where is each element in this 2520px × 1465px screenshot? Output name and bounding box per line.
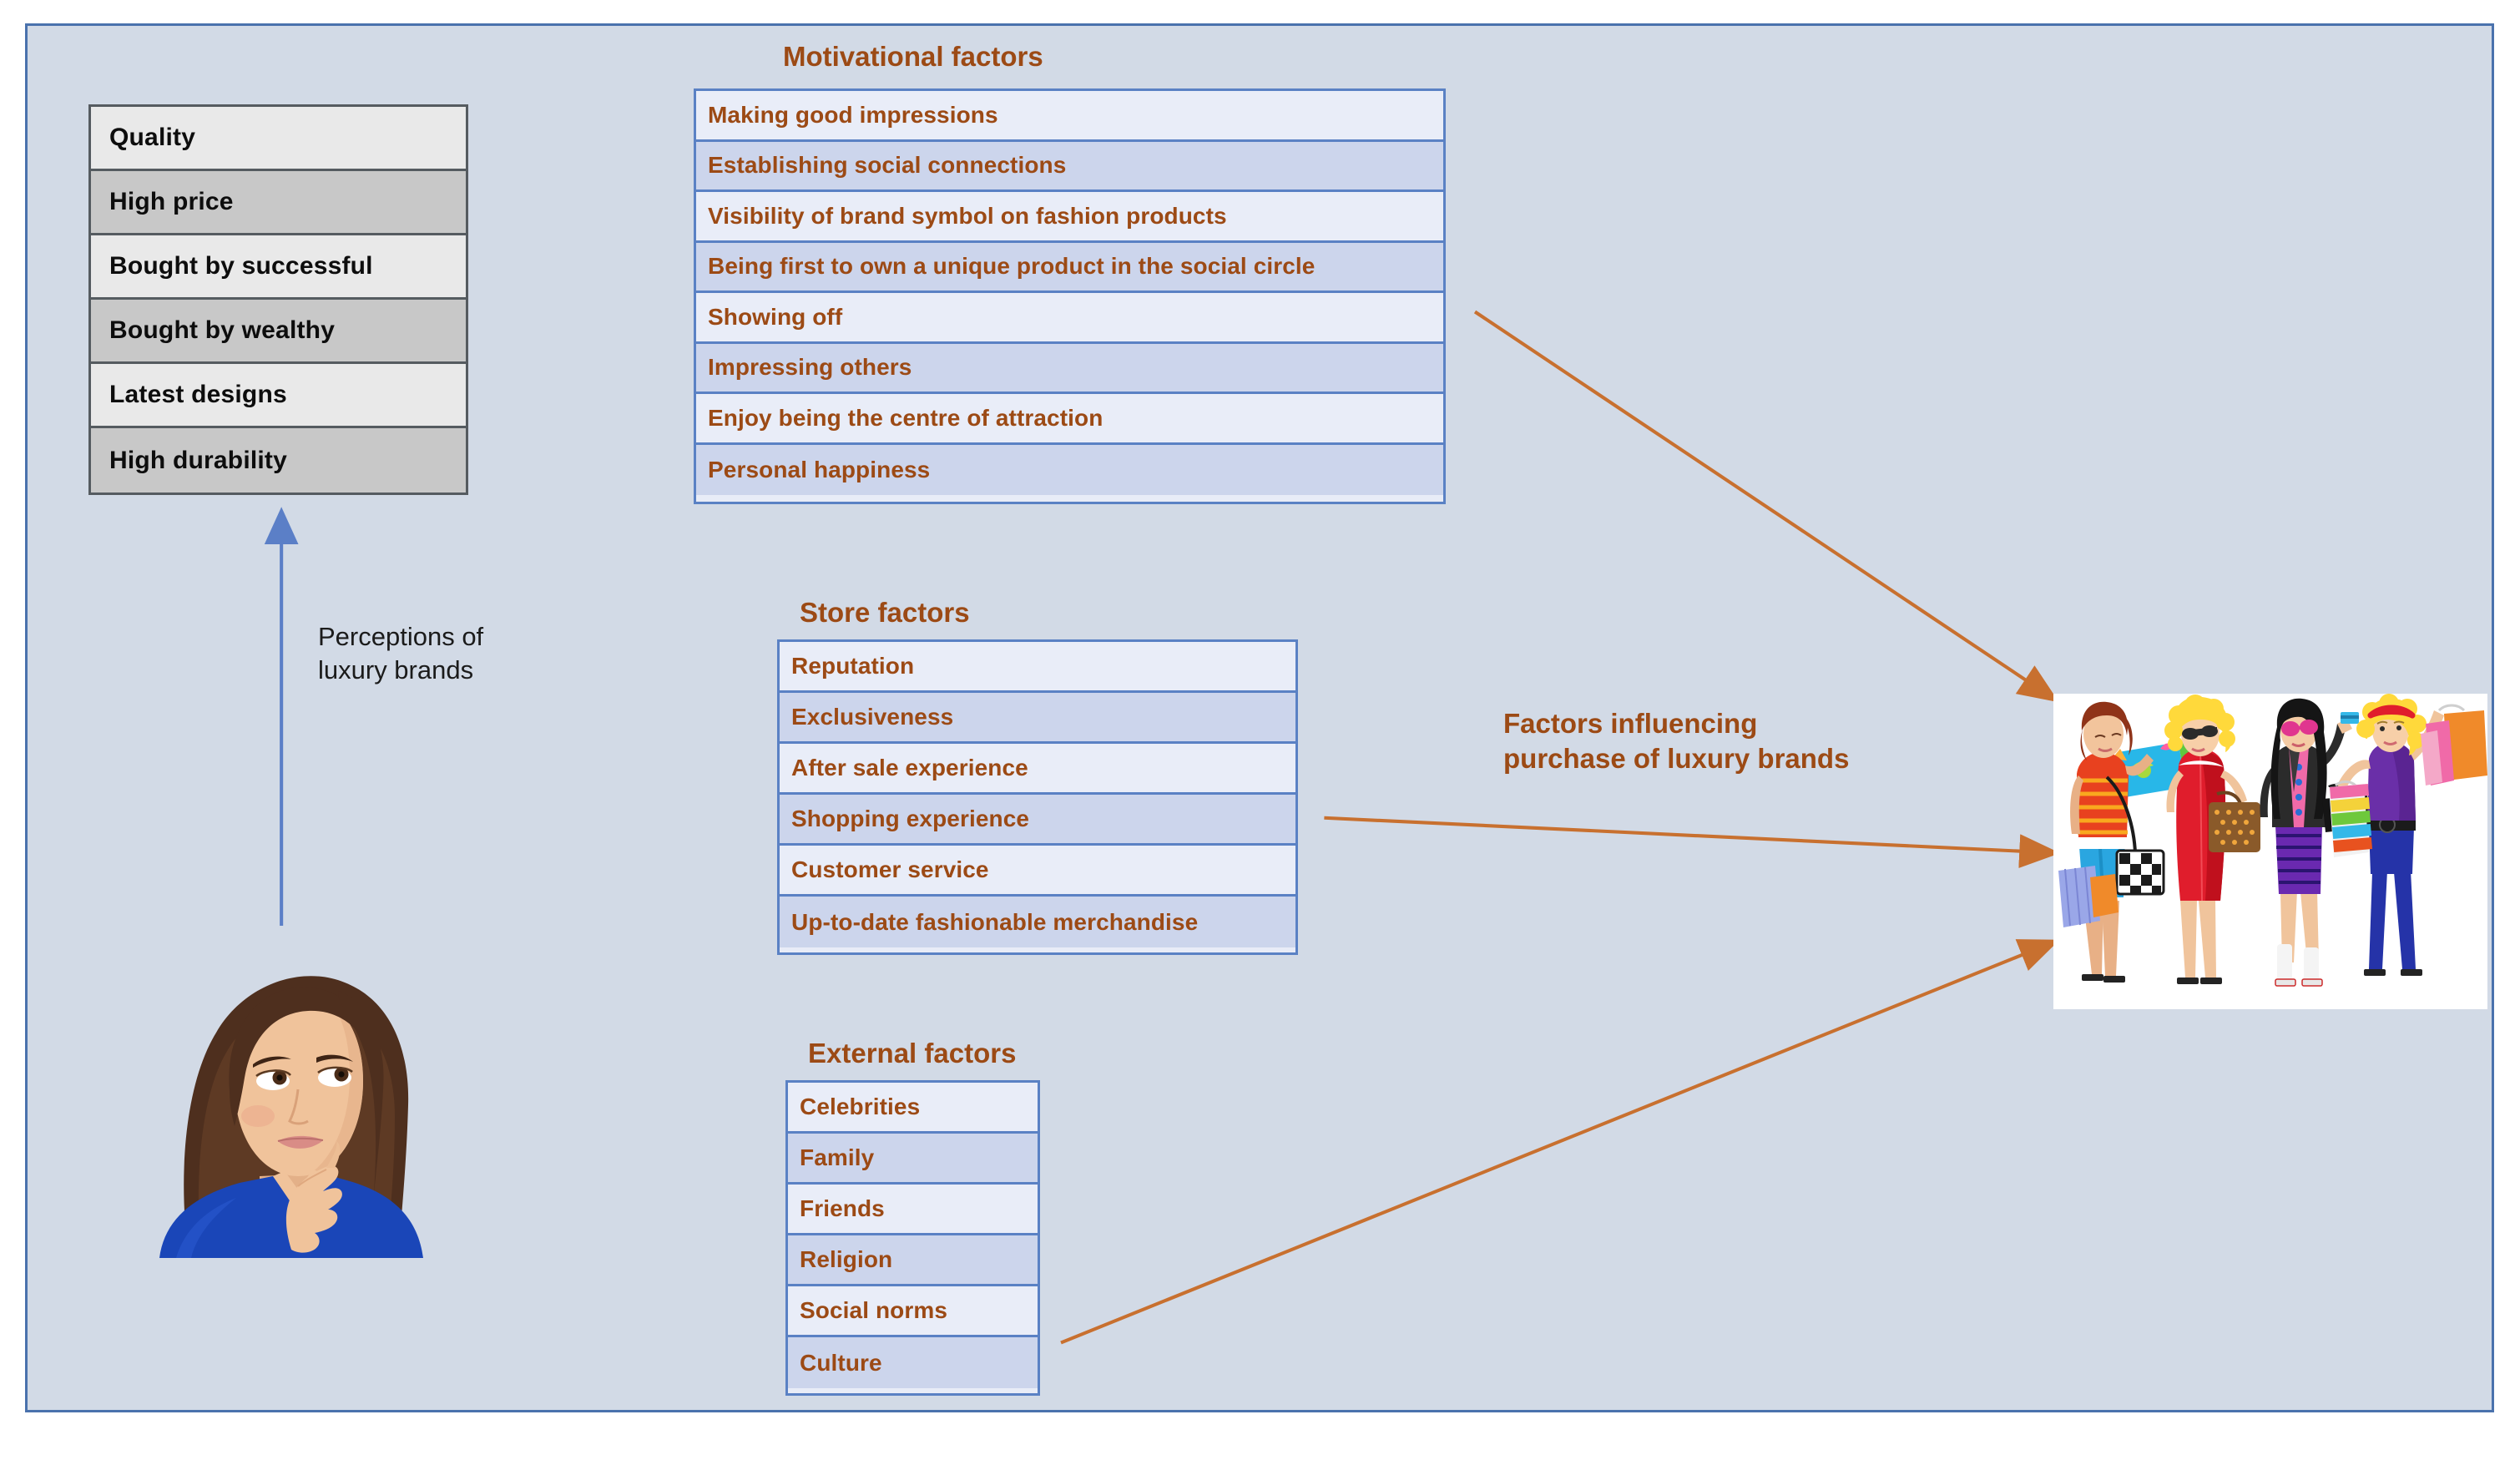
table-row[interactable]: Quality [91,107,466,171]
table-row[interactable]: Latest designs [91,364,466,428]
table-row[interactable]: Celebrities [788,1083,1038,1134]
table-row[interactable]: Bought by wealthy [91,300,466,364]
table-row[interactable]: Friends [788,1185,1038,1235]
external-item-label: Religion [800,1246,893,1272]
outcome-caption: Factors influencing purchase of luxury b… [1503,706,1937,776]
motivational-factors-caption: Motivational factors [783,41,1043,72]
outcome-caption-line2: purchase of luxury brands [1503,743,1850,775]
perceptions-item-label: Bought by wealthy [109,316,336,344]
perceptions-table: Quality High price Bought by successful … [88,104,468,495]
motivational-item-label: Impressing others [708,354,912,381]
store-factors-caption: Store factors [800,597,970,628]
table-row[interactable]: Culture [788,1337,1038,1388]
perceptions-caption-line1: Perceptions of [318,622,484,651]
store-factors-table: Reputation Exclusiveness After sale expe… [777,639,1298,955]
store-item-label: Shopping experience [791,806,1030,831]
motivational-item-label: Enjoy being the centre of attraction [708,404,1103,431]
table-row[interactable]: Shopping experience [780,795,1295,846]
motivational-item-label: Being first to own a unique product in t… [708,253,1316,280]
table-row[interactable]: Being first to own a unique product in t… [696,242,1443,293]
external-item-label: Social norms [800,1297,948,1323]
store-item-label: Customer service [791,856,989,882]
table-row[interactable]: After sale experience [780,744,1295,795]
store-item-label: Reputation [791,653,915,679]
four-female-shoppers-illustration [2053,694,2487,1009]
table-row[interactable]: Bought by successful [91,235,466,300]
external-item-label: Family [800,1144,875,1170]
thinking-woman-photo [126,926,460,1258]
external-item-label: Culture [800,1349,882,1376]
table-row[interactable]: Religion [788,1235,1038,1286]
perceptions-item-label: High price [109,188,234,215]
table-row[interactable]: Impressing others [696,343,1443,394]
store-item-label: After sale experience [791,755,1028,780]
external-item-label: Celebrities [800,1094,921,1119]
table-row[interactable]: High price [91,171,466,235]
external-factors-table: Celebrities Family Friends Religion Soci… [785,1080,1040,1396]
table-row[interactable]: Reputation [780,642,1295,693]
table-row[interactable]: Showing off [696,293,1443,344]
arrow-motivational-to-outcome [1473,310,2059,703]
table-row[interactable]: Establishing social connections [696,141,1443,192]
table-row[interactable]: Visibility of brand symbol on fashion pr… [696,192,1443,243]
arrow-external-to-outcome [1060,939,2060,1345]
table-row[interactable]: Enjoy being the centre of attraction [696,394,1443,445]
perceptions-caption-line2: luxury brands [318,655,474,685]
external-item-label: Friends [800,1195,885,1221]
perceptions-item-label: Quality [109,124,196,151]
table-row[interactable]: Family [788,1134,1038,1185]
table-row[interactable]: High durability [91,428,466,493]
perceptions-item-label: Latest designs [109,381,287,408]
store-item-label: Up-to-date fashionable merchandise [791,908,1199,935]
diagram-frame: Quality High price Bought by successful … [25,23,2494,1412]
motivational-item-label: Establishing social connections [708,152,1067,179]
motivational-item-label: Personal happiness [708,456,931,482]
motivational-item-label: Showing off [708,303,843,330]
external-factors-caption: External factors [808,1038,1017,1068]
table-row[interactable]: Making good impressions [696,91,1443,142]
table-row[interactable]: Customer service [780,846,1295,897]
motivational-item-label: Visibility of brand symbol on fashion pr… [708,202,1227,229]
motivational-item-label: Making good impressions [708,101,998,128]
table-row[interactable]: Social norms [788,1286,1038,1337]
motivational-factors-table: Making good impressions Establishing soc… [694,88,1446,504]
outcome-caption-line1: Factors influencing [1503,708,1758,739]
table-row[interactable]: Personal happiness [696,444,1443,495]
store-item-label: Exclusiveness [791,704,954,730]
arrow-store-to-outcome [1324,816,2061,869]
perceptions-item-label: High durability [109,446,287,474]
table-row[interactable]: Up-to-date fashionable merchandise [780,897,1295,947]
perceptions-caption: Perceptions of luxury brands [318,620,568,688]
table-row[interactable]: Exclusiveness [780,693,1295,744]
perceptions-item-label: Bought by successful [109,252,373,280]
